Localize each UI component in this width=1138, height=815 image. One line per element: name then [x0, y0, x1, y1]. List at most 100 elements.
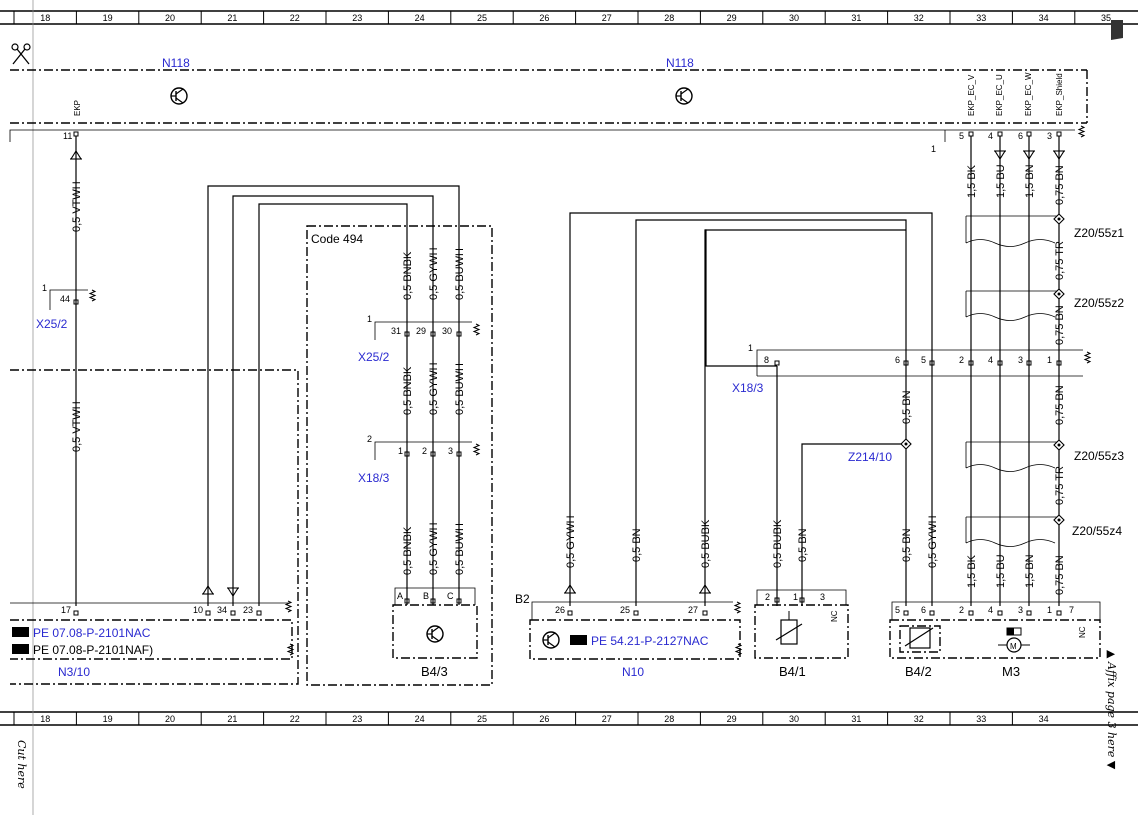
- splice-label: Z20/55z4: [1072, 524, 1122, 538]
- wire-label: 0,5 GYWH: [428, 362, 440, 415]
- ruler-number: 34: [1039, 714, 1049, 724]
- pin-number: 5: [959, 131, 964, 141]
- pin-number: 1: [931, 144, 936, 154]
- wire-label: 0,5 GYWH: [927, 515, 939, 568]
- manual-reference-link[interactable]: PE 54.21-P-2127NAC: [591, 634, 709, 648]
- pin-number: 11: [63, 131, 72, 141]
- ruler-number: 34: [1039, 13, 1049, 23]
- wires-m3: [965, 136, 1066, 606]
- wire-label: 0,5 GYWH: [428, 247, 440, 300]
- wire-label: 0,75 TR: [1054, 466, 1066, 505]
- ruler-number: 18: [40, 714, 50, 724]
- pin-number: 26: [555, 605, 565, 615]
- ruler-number: 25: [477, 13, 487, 23]
- ruler-number: 32: [914, 714, 924, 724]
- pin-number: 6: [895, 355, 900, 365]
- pin-number: 34: [217, 605, 227, 615]
- ruler-number: 23: [352, 13, 362, 23]
- code-494-box: Code 494: [306, 225, 493, 686]
- wire-label: 0,5 BUBK: [772, 519, 784, 568]
- wire-label: 0,75 BN: [1054, 385, 1066, 425]
- ruler-number: 19: [103, 13, 113, 23]
- connector-label: X18/3: [358, 471, 390, 485]
- pin-number: 3: [448, 446, 453, 456]
- connector-label: X18/3: [732, 381, 764, 395]
- pin-number: 4: [988, 131, 993, 141]
- manual-reference-link[interactable]: PE 07.08-P-2101NAC: [33, 626, 151, 640]
- wire-label: 0,5 BN: [631, 528, 643, 562]
- wire-label: 0,5 BNBK: [402, 366, 414, 415]
- pin-number: 5: [895, 605, 900, 615]
- affix-page-text: ▲ Affix page 3 here ▼: [1105, 650, 1118, 770]
- wires-n10: [563, 212, 933, 606]
- ruler-number: 27: [602, 714, 612, 724]
- pin-number: C: [447, 591, 454, 601]
- wires-n3-to-b43: [201, 185, 460, 606]
- ruler-number: 32: [914, 13, 924, 23]
- wire-label: 0,5 BN: [901, 528, 913, 562]
- pin-number: 3: [1018, 355, 1023, 365]
- transistor-icon: [675, 87, 693, 105]
- pin-number: 5: [921, 355, 926, 365]
- manual-reference-icon: [1111, 20, 1123, 40]
- pin-number: 17: [61, 605, 71, 615]
- wire-label: 1,5 BU: [995, 554, 1007, 588]
- wire-label: 1,5 BN: [1024, 164, 1036, 198]
- wire-label: 0,5 BN: [797, 528, 809, 562]
- z214-10-splice: Z214/10: [801, 366, 933, 606]
- x18-3-connector-right: 8 6 5 2 4 3 1 1 X18/3: [732, 343, 1091, 395]
- ruler-number: 24: [415, 13, 425, 23]
- pin-number: NC: [830, 610, 839, 622]
- ruler-number: 26: [539, 714, 549, 724]
- wire-label: 0,5 BUWH: [454, 523, 466, 575]
- wire-label: 0,5 VTWH: [71, 401, 83, 452]
- n118-control-unit: N118 N118 1: [9, 56, 1088, 154]
- pin-name: EKP: [73, 100, 82, 116]
- pin-name: EKP_EC_V: [967, 74, 976, 116]
- pin-number: NC: [1078, 626, 1087, 638]
- ruler-number: 33: [976, 714, 986, 724]
- splice-label: Z20/55z3: [1074, 449, 1124, 463]
- pin-number: 30: [442, 326, 452, 336]
- wire-vtwh: [69, 136, 83, 606]
- n10-module: 26 25 27 B2 PE 54.21-P-2127NAC N10: [515, 592, 742, 679]
- pin-number: 6: [1018, 131, 1023, 141]
- wire-label: 0,75 BN: [1054, 305, 1066, 345]
- ruler-number: 30: [789, 714, 799, 724]
- ruler-number: 18: [40, 13, 50, 23]
- ruler-number: 21: [227, 714, 237, 724]
- component-label: B4/1: [779, 664, 806, 679]
- wire-label: 0,5 GYWH: [428, 522, 440, 575]
- pin-number: 25: [620, 605, 630, 615]
- wire-label: 0,5 BNBK: [402, 526, 414, 575]
- pin-number: 1: [367, 314, 372, 324]
- wire-label: 0,75 BN: [1054, 555, 1066, 595]
- b4-1-sensor: 2 1 3 NC B4/1: [754, 589, 849, 679]
- b4-3-sensor: A B C B4/3: [392, 587, 478, 679]
- manual-reference-icon: [12, 627, 29, 654]
- pin-number: 4: [988, 605, 993, 615]
- wire-label: 0,5 GYWH: [565, 515, 577, 568]
- b4-2-m3-unit: 5 6 2 4 3 1 7 NC M B4/2 M3: [889, 601, 1101, 679]
- pin-number: 3: [820, 592, 825, 602]
- pin-number: A: [397, 591, 403, 601]
- wire-label: 0,75 TR: [1054, 241, 1066, 280]
- resistor-icon: [904, 627, 934, 649]
- wire-label: 0,75 BN: [1054, 165, 1066, 205]
- ruler-number: 26: [539, 13, 549, 23]
- pin-name: EKP_Shield: [1055, 73, 1064, 116]
- ruler-number: 30: [789, 13, 799, 23]
- pin-number: 3: [1047, 131, 1052, 141]
- pin-number: 1: [1047, 605, 1052, 615]
- ruler-number: 20: [165, 714, 175, 724]
- ruler-number: 35: [1101, 13, 1111, 23]
- transistor-icon: [542, 631, 560, 649]
- pin-number: 4: [988, 355, 993, 365]
- ruler-number: 21: [227, 13, 237, 23]
- pin-number: 3: [1018, 605, 1023, 615]
- pin-number: 1: [748, 343, 753, 353]
- svg-text:M: M: [1010, 642, 1017, 651]
- ruler-number: 28: [664, 13, 674, 23]
- manual-reference-link[interactable]: PE 07.08-P-2101NAF): [33, 643, 153, 657]
- transistor-icon: [426, 625, 444, 643]
